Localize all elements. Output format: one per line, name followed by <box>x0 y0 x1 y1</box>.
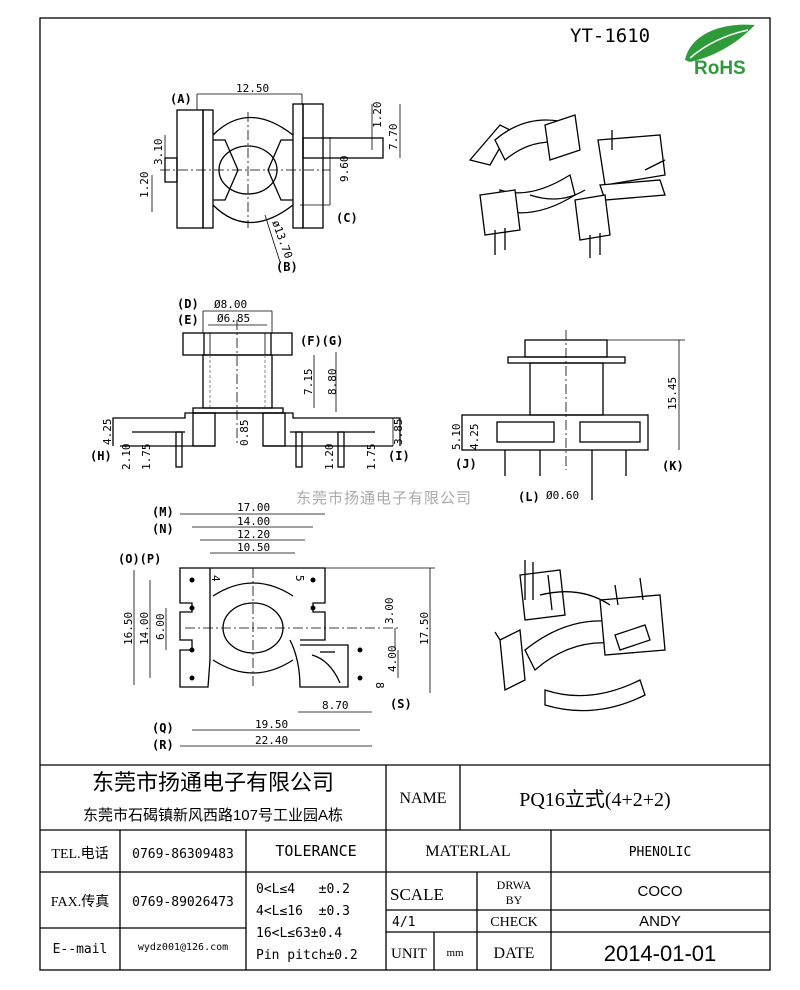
dim-120-right: 1.20 <box>371 102 384 129</box>
label-fg: (F)(G) <box>300 334 343 348</box>
dim-1650: 16.50 <box>122 612 135 645</box>
label-e: (E) <box>177 313 199 327</box>
dim-120: 1.20 <box>323 444 336 471</box>
dim-085: 0.85 <box>238 420 251 447</box>
label-m: (M) <box>152 505 174 519</box>
dim-210: 2.10 <box>120 444 133 471</box>
drawn-by-value: COCO <box>638 883 683 900</box>
side-view: 15.45 5.10 4.25 (J) (K) (L) Ø0.60 <box>450 330 685 504</box>
material-label: MATERLAL <box>425 843 510 860</box>
tel-label: TEL.电话 <box>51 846 108 862</box>
scale-value: 4/1 <box>392 915 415 930</box>
label-q: (Q) <box>152 721 174 735</box>
check-value: ANDY <box>639 913 681 930</box>
dim-385: 3.85 <box>392 419 405 446</box>
email-value: wydz001@126.com <box>138 942 228 953</box>
check-label: CHECK <box>490 915 537 930</box>
unit-value: mm <box>446 947 464 959</box>
dim-dia-800: Ø8.00 <box>214 298 247 311</box>
label-l: (L) <box>518 490 540 504</box>
pin-number-5: 5 <box>293 575 306 582</box>
dim-600: 6.00 <box>154 614 167 641</box>
dim-510: 5.10 <box>450 424 463 451</box>
isometric-view-top <box>468 114 666 258</box>
label-r: (R) <box>152 738 174 752</box>
label-n: (N) <box>152 522 174 536</box>
pin-number-4: 4 <box>209 575 222 582</box>
watermark-text: 东莞市扬通电子有限公司 <box>296 489 472 507</box>
dim-770: 7.70 <box>387 124 400 151</box>
fax-value: 0769-89026473 <box>132 895 234 910</box>
dim-425-side: 4.25 <box>468 424 481 451</box>
fax-label: FAX.传真 <box>51 894 109 910</box>
drawn-by-label-2: BY <box>506 893 523 907</box>
dim-1750: 17.50 <box>418 612 431 645</box>
label-b: (B) <box>276 260 298 274</box>
label-i: (I) <box>388 449 410 463</box>
rohs-logo: RoHS <box>685 24 755 79</box>
dim-715: 7.15 <box>302 369 315 396</box>
dim-1700: 17.00 <box>237 501 270 514</box>
name-label: NAME <box>399 790 446 807</box>
dim-1050: 10.50 <box>237 541 270 554</box>
date-label: DATE <box>494 945 535 962</box>
tolerance-line-4: Pin pitch±0.2 <box>256 948 358 963</box>
dim-870: 8.70 <box>322 699 349 712</box>
tel-value: 0769-86309483 <box>132 847 234 862</box>
label-op: (O)(P) <box>118 552 161 566</box>
dim-400: 4.00 <box>386 646 399 673</box>
dim-1400-h: 14.00 <box>138 612 151 645</box>
dim-dia-685: Ø6.85 <box>217 312 250 325</box>
pin-number-8: 8 <box>373 682 386 689</box>
label-j: (J) <box>455 457 477 471</box>
email-label: E--mail <box>53 942 108 957</box>
label-s: (S) <box>390 697 412 711</box>
date-value: 2014-01-01 <box>604 941 717 966</box>
dim-425: 4.25 <box>101 419 114 446</box>
dim-width: 12.50 <box>236 82 269 95</box>
label-c: (C) <box>336 211 358 225</box>
bottom-view: 17.00 14.00 12.20 10.50 (M) (N) (O)(P) (… <box>118 501 435 752</box>
dim-175-left: 1.75 <box>140 444 153 471</box>
tolerance-label: TOLERANCE <box>275 842 356 860</box>
company-address: 东莞市石碣镇新风西路107号工业园A栋 <box>83 806 343 824</box>
drawn-by-label-1: DRWA <box>497 878 532 892</box>
dim-880: 8.80 <box>326 369 339 396</box>
isometric-view-bottom <box>494 560 666 712</box>
label-a: (A) <box>170 92 192 106</box>
dim-pin-060: Ø0.60 <box>546 489 579 502</box>
unit-label: UNIT <box>391 946 427 962</box>
tolerance-line-2: 4<L≤16 ±0.3 <box>256 904 350 919</box>
svg-text:RoHS: RoHS <box>694 58 746 79</box>
dim-1950: 19.50 <box>255 718 288 731</box>
company-name: 东莞市扬通电子有限公司 <box>92 770 334 795</box>
dim-2240: 22.40 <box>255 734 288 747</box>
front-view: Ø8.00 Ø6.85 (D) (E) (F)(G) (H) (I) 7.15 … <box>90 297 410 470</box>
top-view: 12.50 (A) (B) (C) 3.10 1.20 1.20 7.70 9.… <box>138 82 401 274</box>
dim-175-right: 1.75 <box>365 444 378 471</box>
dim-1220: 12.20 <box>237 528 270 541</box>
dim-1545: 15.45 <box>666 377 679 410</box>
dim-300: 3.00 <box>383 598 396 625</box>
dim-960: 9.60 <box>338 156 351 183</box>
label-h: (H) <box>90 449 112 463</box>
label-k: (K) <box>662 459 684 473</box>
tolerance-line-1: 0<L≤4 ±0.2 <box>256 882 350 897</box>
material-value: PHENOLIC <box>629 845 692 860</box>
dim-120-left: 1.20 <box>138 172 151 199</box>
label-d: (D) <box>177 297 199 311</box>
scale-label: SCALE <box>390 885 444 904</box>
sheet-border <box>39 17 771 971</box>
dim-310: 3.10 <box>152 139 165 166</box>
model-number: YT-1610 <box>570 25 650 47</box>
title-block: 东莞市扬通电子有限公司 东莞市石碣镇新风西路107号工业园A栋 NAME PQ1… <box>40 764 770 970</box>
tolerance-line-3: 16<L≤63±0.4 <box>256 926 342 941</box>
dim-1400-w: 14.00 <box>237 515 270 528</box>
part-name: PQ16立式(4+2+2) <box>519 788 670 811</box>
